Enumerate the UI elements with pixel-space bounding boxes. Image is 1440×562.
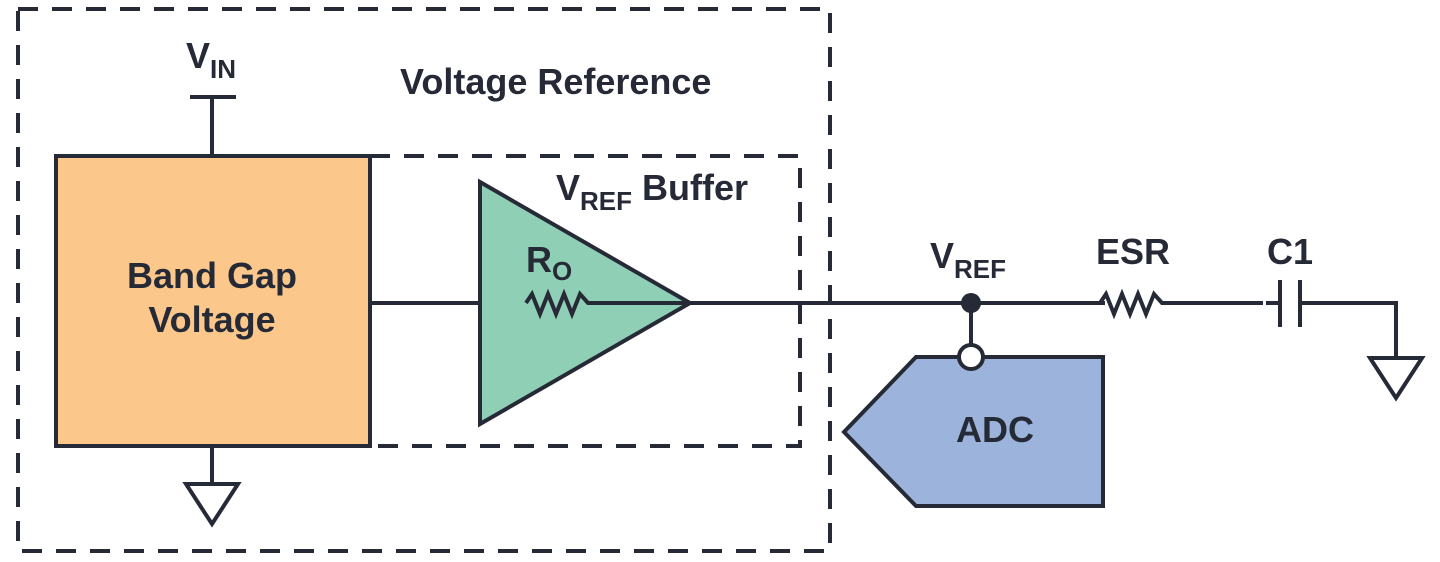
band-gap-label-line1: Band Gap bbox=[127, 255, 297, 296]
c1-label: C1 bbox=[1267, 231, 1313, 272]
vref-node-label: VREF bbox=[930, 235, 1006, 284]
esr-label: ESR bbox=[1096, 231, 1170, 272]
vin-label: VIN bbox=[186, 35, 236, 84]
ground-icon bbox=[182, 482, 242, 528]
esr-resistor-icon bbox=[1098, 288, 1263, 320]
band-gap-block bbox=[54, 154, 372, 448]
band-gap-label-line2: Voltage bbox=[148, 299, 275, 340]
vref-buffer-label: VREF Buffer bbox=[556, 167, 748, 216]
voltage-reference-title: Voltage Reference bbox=[400, 61, 711, 102]
adc-block bbox=[841, 355, 1105, 508]
adc-input-pin-icon bbox=[957, 343, 985, 371]
adc-label: ADC bbox=[956, 409, 1034, 450]
c1-ground-wire bbox=[1300, 301, 1398, 358]
ground-icon bbox=[1366, 356, 1426, 402]
buffer-amplifier-icon bbox=[478, 178, 695, 428]
ro-label: RO bbox=[526, 239, 572, 286]
ro-resistor-icon bbox=[524, 288, 690, 320]
